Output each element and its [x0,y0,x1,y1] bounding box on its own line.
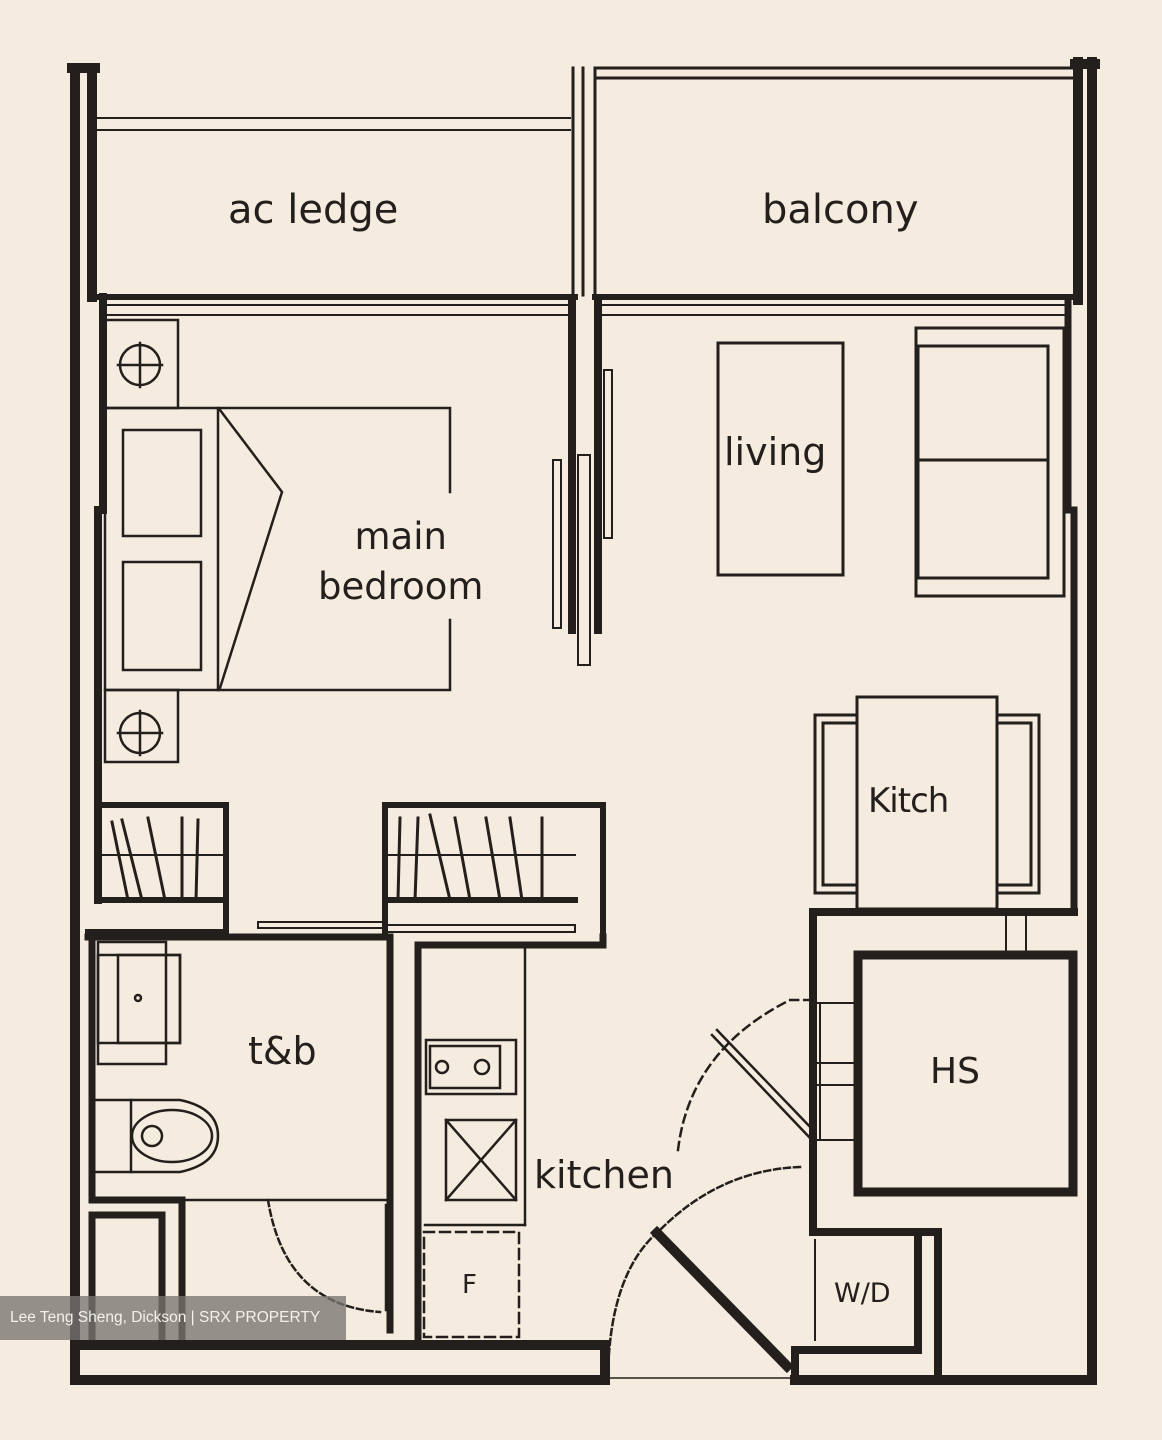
ac-ledge-outline [94,117,571,131]
basin [96,940,182,1066]
bathroom-door-swing [180,1198,388,1314]
room-label-fridge: F [462,1270,477,1300]
room-label-living: living [724,430,827,474]
balcony-outline [571,66,1080,297]
kitchen-walls [414,933,609,1349]
wardrobe-left [85,802,229,935]
watermark-banner: Lee Teng Sheng, Dickson | SRX PROPERTY [0,1296,346,1340]
room-label-main-bedroom-line2: bedroom [318,565,484,608]
outer-walls [67,57,1100,1385]
bedroom-furniture [103,318,452,764]
kitchen-counter [422,943,527,1339]
hangers [110,813,544,902]
toilet [91,1098,220,1174]
lamp-icon-bottom [116,709,164,757]
partition-wall [568,296,602,634]
room-label-household-shelter: HS [930,1051,980,1092]
room-label-balcony: balcony [762,187,919,233]
hs-walls [791,908,1078,1384]
room-label-main-bedroom-line1: main [354,515,447,558]
room-label-main-bedroom: main bedroom [318,512,483,612]
entry-door [649,1225,795,1374]
room-label-ac-ledge: ac ledge [228,187,399,233]
room-label-washer-dryer: W/D [834,1278,891,1309]
living-furniture [716,326,1066,598]
room-label-bathroom: t&b [248,1029,317,1073]
lamp-icon-top [116,341,164,389]
hs-door-swing [676,998,815,1152]
room-label-kitchen: kitchen [534,1153,674,1197]
room-label-kitchen-dining: Kitch [868,781,949,821]
